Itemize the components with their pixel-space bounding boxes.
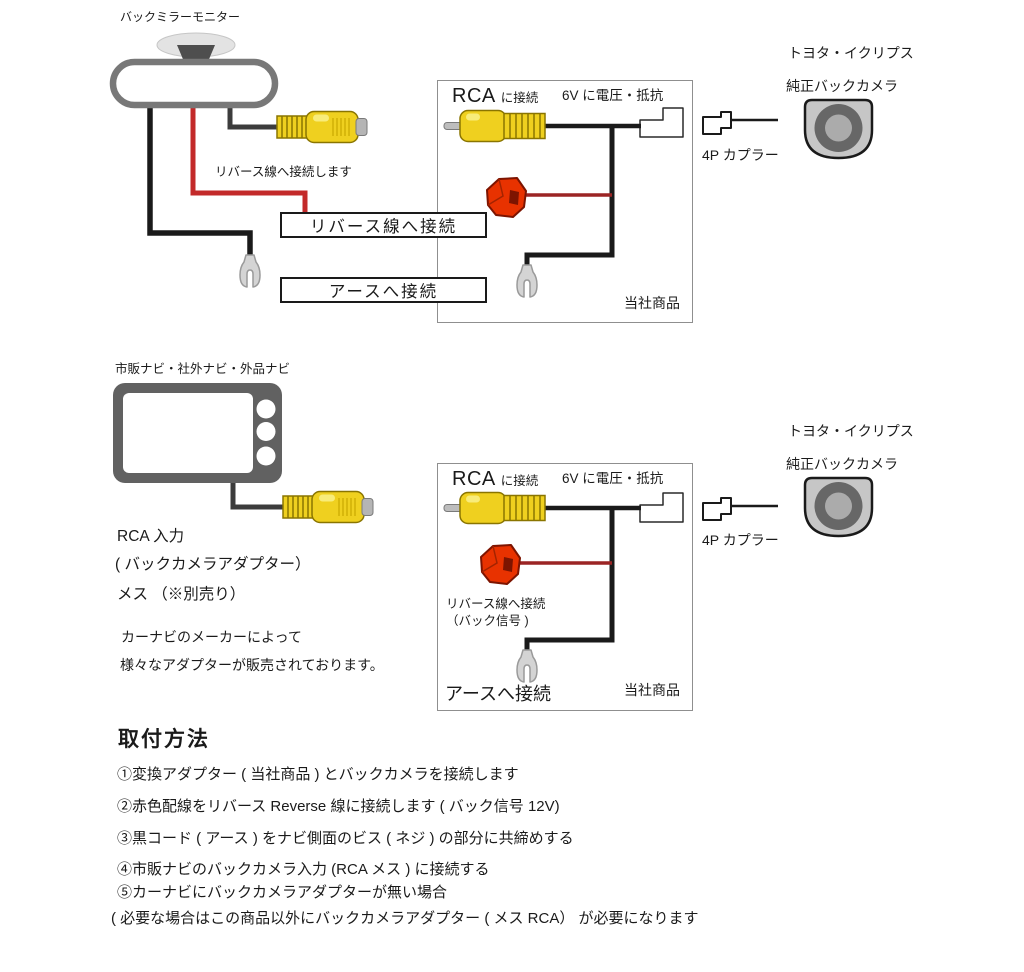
mirror-monitor-label: バックミラーモニター bbox=[120, 10, 241, 24]
ground-wire-black bbox=[147, 95, 253, 258]
adapter-note-line1: カーナビのメーカーによって bbox=[121, 629, 302, 645]
navi-rca-female-connector-icon bbox=[282, 490, 374, 524]
red-tap-connector-icon bbox=[486, 177, 527, 218]
box2-ground-wire bbox=[524, 508, 615, 653]
instructions-heading: 取付方法 bbox=[118, 728, 210, 751]
navi-label: 市販ナビ・社外ナビ・外品ナビ bbox=[115, 362, 291, 376]
rca-input-label-line1: RCA 入力 bbox=[117, 528, 185, 545]
rearview-mirror-icon bbox=[109, 58, 279, 109]
voltage-label-1: 6V に電圧・抵抗 bbox=[562, 88, 664, 103]
camera-type-label-2: 純正バックカメラ bbox=[786, 456, 898, 472]
box2-ground-fork-icon bbox=[516, 649, 538, 683]
adapter-note-line2: 様々なアダプターが販売されております。 bbox=[120, 657, 384, 673]
navi-unit-icon bbox=[113, 383, 282, 483]
rca-connect-label-1: RCA に接続 bbox=[452, 84, 538, 108]
box-ground-wire bbox=[524, 126, 615, 268]
coupler-label-1: 4P カプラー bbox=[702, 147, 779, 163]
ground-fork-terminal-icon bbox=[239, 254, 261, 288]
reverse-wire-red bbox=[190, 95, 308, 212]
instruction-step-1: ①変換アダプター ( 当社商品 ) とバックカメラを接続します bbox=[117, 766, 519, 783]
camera-brand-label-2: トヨタ・イクリプス bbox=[788, 423, 914, 439]
reverse-hint-label: リバース線へ接続します bbox=[215, 165, 352, 179]
company-product-label-2: 当社商品 bbox=[624, 682, 680, 698]
backup-camera-icon bbox=[803, 98, 874, 160]
backup-camera-icon-2 bbox=[803, 476, 874, 538]
camera-plug-connector-icon bbox=[639, 107, 684, 138]
camera-plug-connector-icon-2 bbox=[639, 492, 684, 523]
coupler-4p-icon bbox=[702, 111, 732, 135]
voltage-label-2: 6V に電圧・抵抗 bbox=[562, 471, 664, 486]
rca-connect-label-2: RCA に接続 bbox=[452, 467, 538, 491]
rca-input-label-line2: ( バックカメラアダプター） bbox=[115, 556, 311, 573]
reverse-connection-box: リバース線へ接続 bbox=[280, 212, 487, 238]
reverse-label-2-line2: （バック信号 ) bbox=[446, 614, 529, 628]
camera-type-label-1: 純正バックカメラ bbox=[786, 78, 898, 94]
rca-suffix-1: に接続 bbox=[500, 91, 539, 105]
company-product-label-1: 当社商品 bbox=[624, 295, 680, 311]
box-ground-fork-icon bbox=[516, 264, 538, 298]
rca-male-plug-icon bbox=[443, 109, 546, 143]
instruction-note: ( 必要な場合はこの商品以外にバックカメラアダプター ( メス RCA） が必要… bbox=[111, 910, 699, 927]
ground-label-2: アースへ接続 bbox=[445, 684, 552, 704]
rca-male-plug-icon-2 bbox=[443, 491, 546, 525]
reverse-label-2-line1: リバース線へ接続 bbox=[446, 597, 546, 611]
instruction-step-2: ②赤色配線をリバース Reverse 線に接続します ( バック信号 12V) bbox=[117, 798, 560, 815]
rca-female-connector-icon bbox=[276, 110, 368, 144]
coupler-4p-icon-2 bbox=[702, 497, 732, 521]
reverse-connection-label: リバース線へ接続 bbox=[309, 218, 458, 236]
instruction-step-4: ④市販ナビのバックカメラ入力 (RCA メス ) に接続する bbox=[117, 861, 490, 878]
instruction-step-3: ③黒コード ( アース ) をナビ側面のビス ( ネジ ) の部分に共締めする bbox=[117, 830, 574, 847]
rca-text-1: RCA bbox=[452, 85, 496, 107]
rca-input-label-line3: メス （※別売り） bbox=[117, 586, 246, 603]
rca-text-2: RCA bbox=[452, 468, 496, 490]
camera-brand-label-1: トヨタ・イクリプス bbox=[788, 45, 914, 61]
rca-suffix-2: に接続 bbox=[500, 474, 539, 488]
ground-connection-label: アースへ接続 bbox=[328, 283, 439, 301]
ground-connection-box: アースへ接続 bbox=[280, 277, 487, 303]
coupler-label-2: 4P カプラー bbox=[702, 532, 779, 548]
red-tap-connector-icon-2 bbox=[480, 544, 521, 585]
instruction-step-5: ⑤カーナビにバックカメラアダプターが無い場合 bbox=[117, 884, 448, 901]
